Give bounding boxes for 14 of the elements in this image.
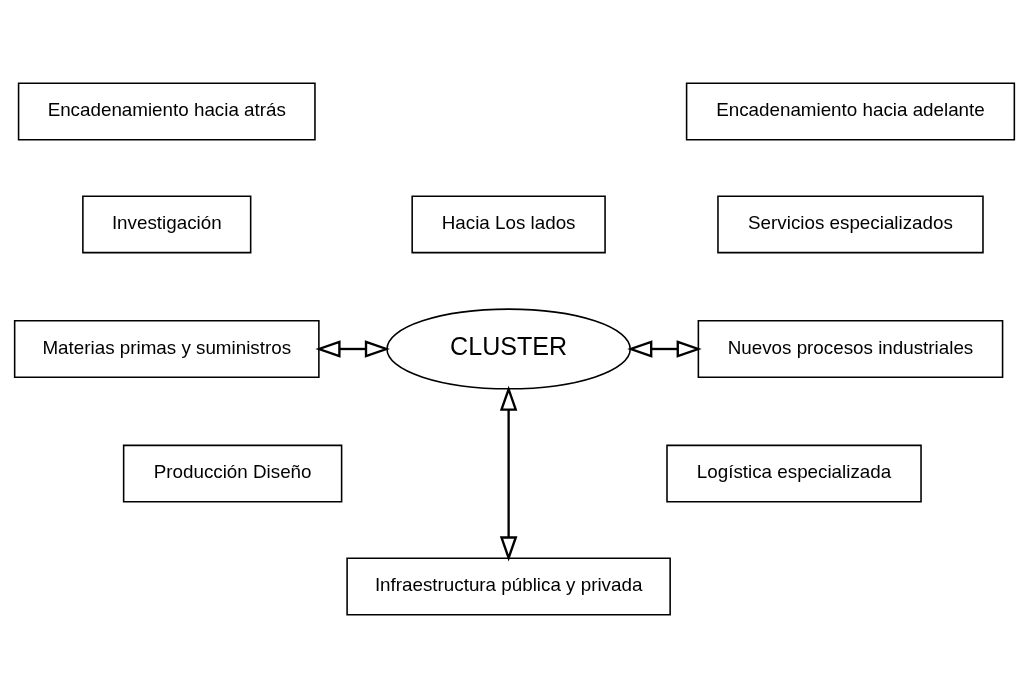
- node-box: Producción Diseño: [122, 444, 343, 503]
- arrow: [499, 385, 518, 562]
- node-box: Materias primas y suministros: [13, 320, 320, 378]
- arrow: [627, 340, 702, 358]
- node-box: Logística especializada: [666, 444, 922, 503]
- node-box: Hacia Los lados: [411, 195, 606, 254]
- arrow: [315, 340, 390, 358]
- node-box: Servicios especializados: [717, 195, 984, 254]
- node-box: Nuevos procesos industriales: [697, 320, 1004, 378]
- node-ellipse: CLUSTER: [386, 308, 632, 390]
- node-box: Investigación: [82, 195, 252, 254]
- node-box: Encadenamiento hacia atrás: [17, 82, 316, 141]
- node-box: Encadenamiento hacia adelante: [685, 82, 1016, 141]
- node-box: Infraestructura pública y privada: [346, 557, 671, 616]
